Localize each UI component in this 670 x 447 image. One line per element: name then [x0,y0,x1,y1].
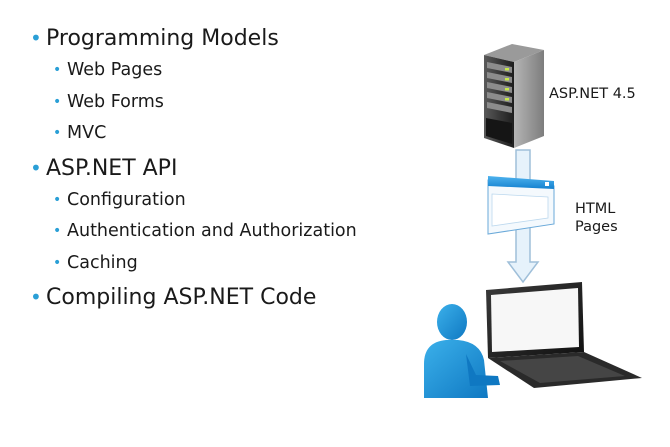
user-icon [424,304,500,398]
bullet-icon: • [53,223,62,239]
bullet-compiling: • Compiling ASP.NET Code [30,281,430,314]
bullet-text: Programming Models [46,26,279,51]
sub-bullet-authentication: • Authentication and Authorization [30,216,430,248]
bullet-text: Caching [67,252,138,273]
sub-bullet-web-forms: • Web Forms [30,87,430,119]
html-pages-label-line2: Pages [575,219,618,235]
web-page-icon [487,176,555,235]
sub-bullet-caching: • Caching [30,248,430,280]
bullet-text: Configuration [67,189,186,210]
sub-bullet-configuration: • Configuration [30,185,430,217]
bullet-text: Web Pages [67,60,163,80]
bullet-icon: • [53,93,62,110]
bullet-list: • Programming Models • Web Pages • Web F… [30,22,430,314]
bullet-text: ASP.NET API [46,155,178,181]
bullet-icon: • [53,62,62,78]
bullet-icon: • [53,191,62,208]
bullet-icon: • [53,254,62,271]
bullet-programming-models: • Programming Models [30,22,430,55]
laptop-icon [486,282,642,388]
server-label: ASP.NET 4.5 [549,86,636,102]
sub-bullet-mvc: • MVC [30,118,430,150]
bullet-text: Authentication and Authorization [67,221,357,241]
bullet-icon: • [30,155,42,180]
html-pages-label-line1: HTML [575,201,616,217]
bullet-icon: • [53,125,62,141]
bullet-icon: • [30,285,42,309]
bullet-text: MVC [67,123,107,143]
bullet-aspnet-api: • ASP.NET API [30,152,430,185]
bullet-text: Web Forms [67,91,164,112]
bullet-icon: • [30,26,42,50]
html-pages-label: HTML Pages [575,200,655,236]
bullet-text: Compiling ASP.NET Code [46,285,317,310]
server-icon [484,44,544,148]
sub-bullet-web-pages: • Web Pages [30,55,430,87]
